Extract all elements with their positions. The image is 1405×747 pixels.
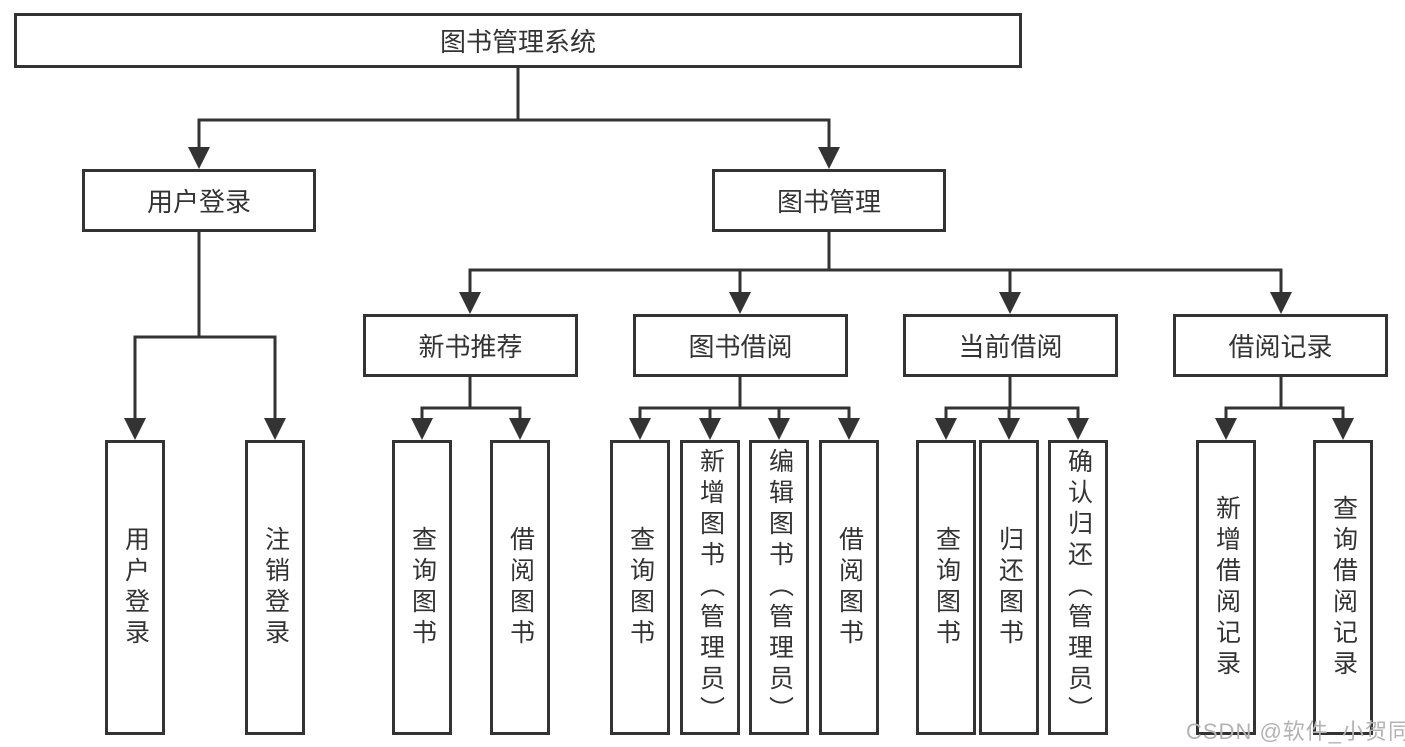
leaf-borrow-book: 借阅图书 <box>819 440 879 735</box>
node-label: 图书管理 <box>776 187 881 217</box>
leaf-label: 归还图书 <box>995 525 1024 650</box>
leaf-add-borrow-record: 新增借阅记录 <box>1196 440 1256 735</box>
leaf-label: 用户登录 <box>121 525 150 650</box>
leaf-add-book-admin: 新增图书（管理员） <box>680 440 740 735</box>
leaf-label: 查询图书 <box>626 525 655 650</box>
node-label: 图书借阅 <box>688 332 793 362</box>
leaf-edit-book-admin: 编辑图书（管理员） <box>749 440 809 735</box>
leaf-return-book: 归还图书 <box>979 440 1039 735</box>
connector-root-to-level2 <box>188 68 840 169</box>
leaf-query-book-newbook: 查询图书 <box>392 440 452 735</box>
node-user-login: 用户登录 <box>82 169 316 232</box>
connector-user-login-branch <box>124 232 286 440</box>
leaf-label: 注销登录 <box>261 525 290 650</box>
leaf-label: 查询借阅记录 <box>1329 494 1358 681</box>
leaf-borrow-book-newbook: 借阅图书 <box>490 440 550 735</box>
leaf-label: 借阅图书 <box>506 525 535 650</box>
node-library-system-root: 图书管理系统 <box>14 13 1022 68</box>
connector-new-book-branch <box>411 377 531 440</box>
node-label: 借阅记录 <box>1228 332 1333 362</box>
csdn-watermark: CSDN @软件_小贺同学 <box>1186 719 1405 744</box>
connector-current-branch <box>935 377 1089 440</box>
leaf-query-book-current: 查询图书 <box>916 440 976 735</box>
node-borrow-records: 借阅记录 <box>1173 314 1388 377</box>
node-current-borrow: 当前借阅 <box>903 314 1118 377</box>
leaf-label: 查询图书 <box>932 525 961 650</box>
node-label: 当前借阅 <box>958 332 1063 362</box>
leaf-label: 查询图书 <box>408 525 437 650</box>
leaf-label: 新增图书（管理员） <box>696 448 725 727</box>
node-label: 新书推荐 <box>418 332 523 362</box>
connector-book-mgmt-branch <box>459 232 1292 314</box>
leaf-query-book-borrow: 查询图书 <box>610 440 670 735</box>
leaf-query-borrow-record: 查询借阅记录 <box>1313 440 1373 735</box>
leaf-user-login: 用户登录 <box>105 440 165 735</box>
node-label: 图书管理系统 <box>439 27 596 57</box>
leaf-label: 新增借阅记录 <box>1212 494 1241 681</box>
node-book-borrow: 图书借阅 <box>633 314 848 377</box>
leaf-logout: 注销登录 <box>245 440 305 735</box>
node-book-management: 图书管理 <box>712 169 946 232</box>
connector-records-branch <box>1215 377 1354 440</box>
leaf-label: 确认归还（管理员） <box>1064 448 1093 727</box>
node-new-book-recommend: 新书推荐 <box>363 314 578 377</box>
leaf-label: 编辑图书（管理员） <box>765 448 794 727</box>
connector-borrow-branch <box>629 377 860 440</box>
leaf-confirm-return-admin: 确认归还（管理员） <box>1048 440 1108 735</box>
node-label: 用户登录 <box>146 187 251 217</box>
leaf-label: 借阅图书 <box>835 525 864 650</box>
